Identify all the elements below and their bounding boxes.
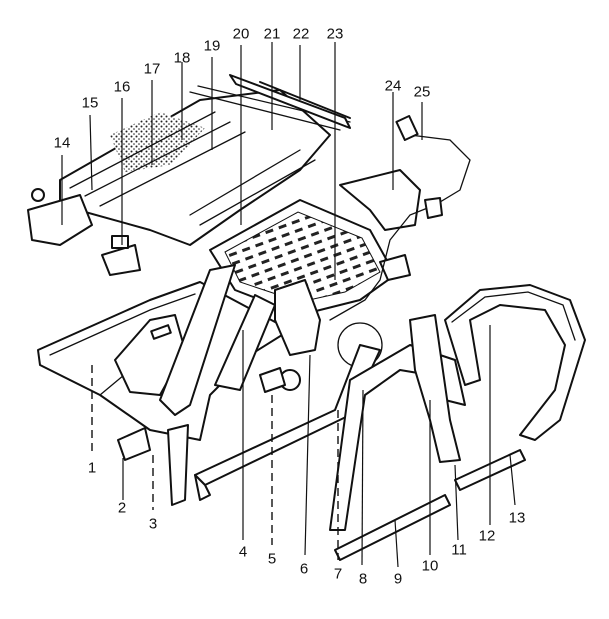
clip [101, 244, 141, 276]
callout-4: 4 [238, 543, 248, 561]
seat-belt-mount [274, 279, 321, 356]
leader-lines [61, 42, 516, 568]
callout-13: 13 [508, 509, 526, 527]
callout-7: 7 [333, 565, 343, 583]
callout-10: 10 [421, 557, 439, 575]
callout-8: 8 [358, 570, 368, 588]
callout-24: 24 [384, 77, 402, 95]
callout-11: 11 [451, 541, 467, 559]
sun-visor [27, 194, 93, 246]
bracket-3 [167, 424, 189, 506]
callout-3: 3 [148, 515, 158, 533]
callout-1: 1 [87, 459, 97, 477]
callout-16: 16 [113, 78, 131, 96]
callout-12: 12 [478, 527, 496, 545]
callout-21: 21 [263, 25, 281, 43]
rear-quarter-panel [339, 169, 421, 231]
callout-2: 2 [117, 499, 127, 517]
b-pillar-left [159, 264, 236, 416]
roof-panel [59, 89, 331, 246]
callout-23: 23 [326, 25, 344, 43]
callout-19: 19 [203, 37, 221, 55]
callout-20: 20 [232, 25, 250, 43]
lower-sill-strip [334, 494, 451, 561]
callout-15: 15 [81, 94, 99, 112]
callout-22: 22 [292, 25, 310, 43]
callout-6: 6 [299, 560, 309, 578]
wiring-cable [329, 134, 471, 321]
bracket-2 [117, 427, 151, 461]
rear-body-frame [444, 284, 586, 441]
callout-25: 25 [413, 83, 431, 101]
callout-5: 5 [267, 550, 277, 568]
callout-17: 17 [143, 60, 161, 78]
callout-14: 14 [53, 134, 71, 152]
callout-9: 9 [393, 570, 403, 588]
callout-18: 18 [173, 49, 191, 67]
